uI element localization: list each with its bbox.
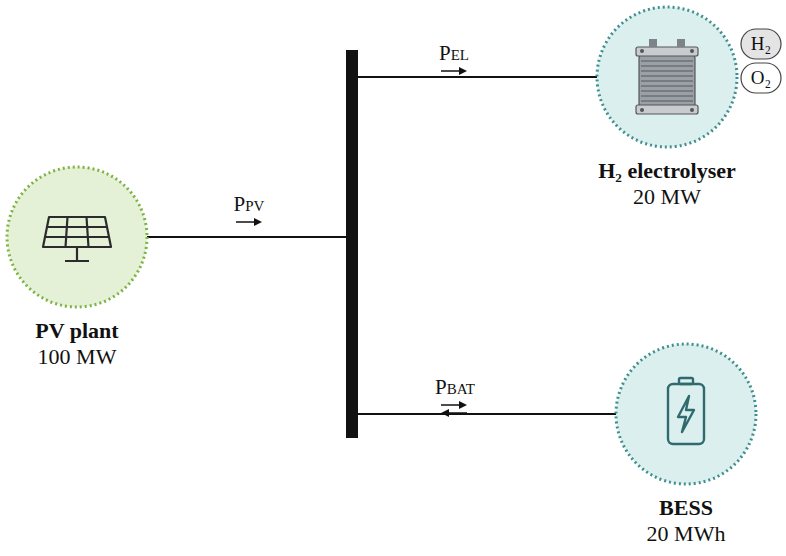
component-rating: 20 MW (590, 184, 744, 210)
power-line (147, 237, 616, 414)
component-rating: 20 MWh (609, 521, 763, 547)
flow-arrow (236, 218, 262, 226)
component-node: PV plant100 MW (0, 164, 154, 370)
power-label: PPV (234, 192, 265, 218)
component-circle (4, 164, 150, 310)
gas-pill (741, 63, 781, 93)
component-name: PV plant (0, 318, 154, 344)
gas-label: H₂ (751, 32, 771, 56)
component-rating: 100 MW (0, 344, 154, 370)
component-name: H₂ electrolyser (590, 158, 744, 184)
power-line (147, 77, 597, 237)
component-name: BESS (609, 495, 763, 521)
power-label: PEL (439, 41, 469, 67)
gas-label: O₂ (751, 66, 771, 90)
solar-panel-icon (43, 217, 111, 261)
component-circle (613, 341, 759, 487)
component-node: BESS20 MWh (609, 341, 763, 547)
component-circle (594, 4, 740, 150)
battery-icon (668, 378, 704, 444)
electrolyser-icon (636, 39, 698, 114)
gas-pill (741, 29, 781, 59)
component-node: H₂ electrolyser20 MW (590, 4, 744, 210)
flow-arrow (441, 67, 467, 75)
power-label: PBAT (435, 375, 475, 401)
